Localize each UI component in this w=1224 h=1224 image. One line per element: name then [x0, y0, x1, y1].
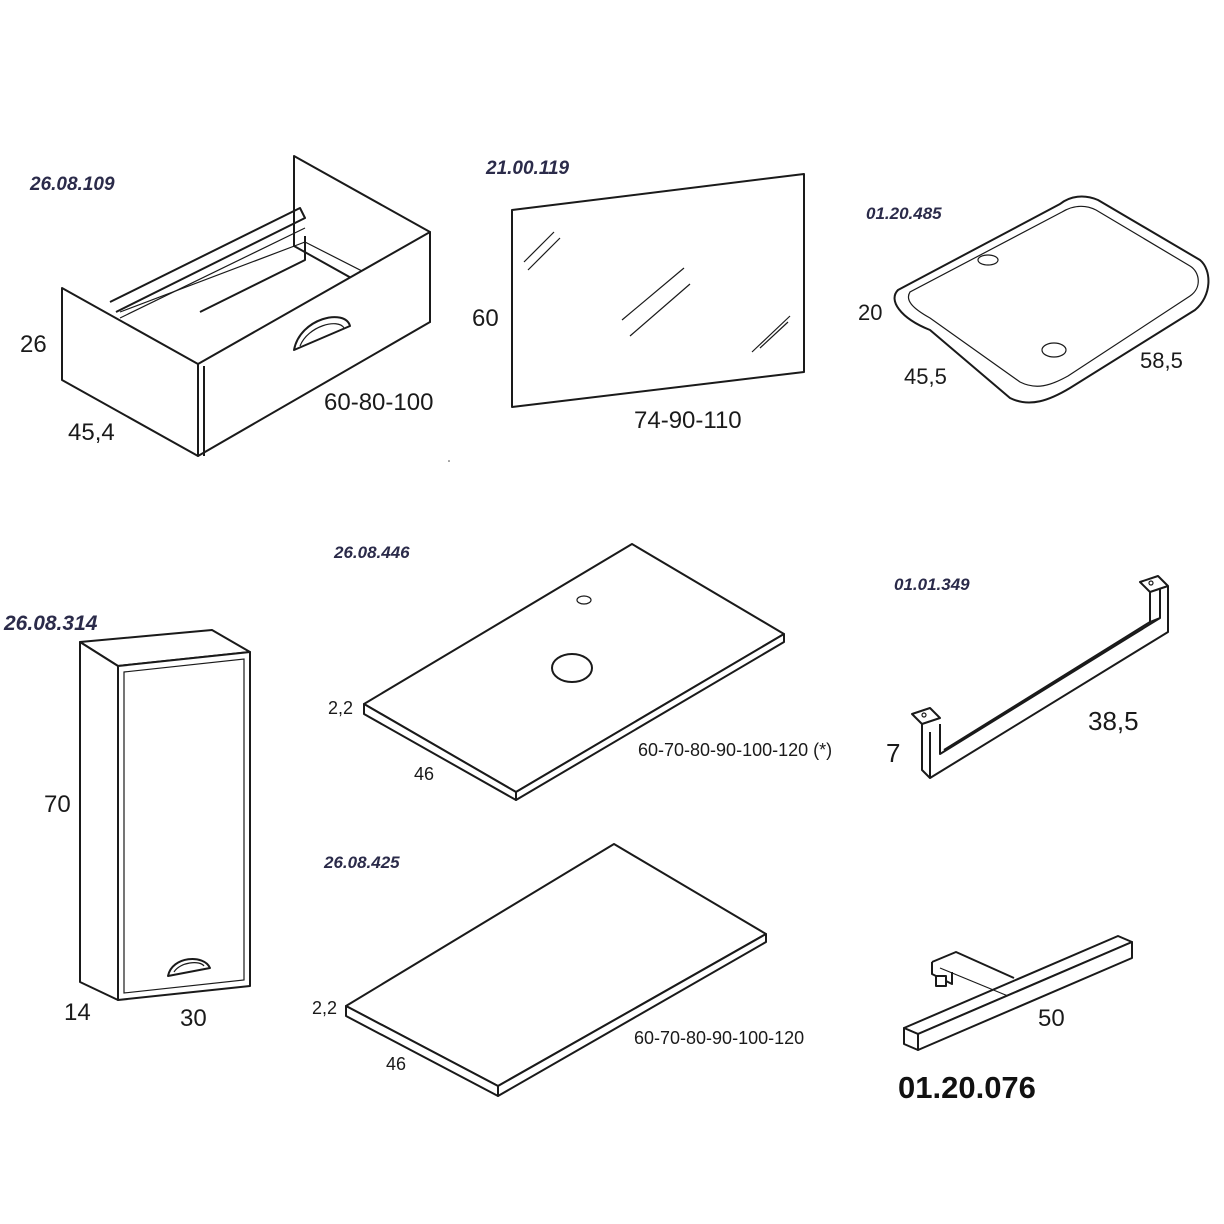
drawer-unit-code: 26.08.109 [29, 174, 115, 195]
led-light-width: 50 [1038, 1005, 1065, 1032]
basin-depth: 45,5 [904, 364, 947, 389]
column-cabinet-height: 70 [44, 791, 71, 818]
countertop-plain-code: 26.08.425 [323, 853, 400, 872]
mirror-width: 74-90-110 [634, 407, 742, 434]
basin-width: 58,5 [1140, 348, 1183, 373]
basin-drawing [893, 195, 1210, 404]
drawer-unit-width: 60-80-100 [324, 389, 433, 416]
stray-dot [448, 460, 450, 462]
towel-bar-width: 38,5 [1088, 706, 1139, 736]
countertop-hole-code: 26.08.446 [333, 543, 410, 562]
column-cabinet-code: 26.08.314 [3, 612, 98, 635]
mirror-drawing [511, 173, 805, 408]
countertop-plain-thickness: 2,2 [312, 998, 337, 1018]
drawer-unit-depth: 45,4 [68, 419, 115, 446]
countertop-hole-thickness: 2,2 [328, 698, 353, 718]
countertop-hole-drawing [363, 543, 785, 801]
column-cabinet-drawing [79, 629, 251, 1001]
towel-bar-code: 01.01.349 [894, 575, 970, 594]
towel-bar-drawing [911, 575, 1169, 779]
countertop-hole-width: 60-70-80-90-100-120 (*) [638, 740, 832, 760]
countertop-hole-depth: 46 [414, 764, 434, 784]
drawer-unit-height: 26 [20, 331, 47, 358]
basin-height: 20 [858, 300, 882, 325]
basin-code: 01.20.485 [866, 204, 942, 223]
led-light-drawing [903, 935, 1133, 1051]
countertop-plain-depth: 46 [386, 1054, 406, 1074]
drawer-unit-drawing [61, 155, 431, 457]
column-cabinet-depth: 14 [64, 999, 91, 1026]
towel-bar-height: 7 [886, 738, 900, 768]
led-light-code: 01.20.076 [898, 1070, 1036, 1105]
column-cabinet-width: 30 [180, 1005, 207, 1032]
countertop-plain-drawing [345, 843, 767, 1097]
mirror-height: 60 [472, 305, 499, 332]
countertop-plain-width: 60-70-80-90-100-120 [634, 1028, 804, 1048]
mirror-code: 21.00.119 [485, 158, 570, 179]
